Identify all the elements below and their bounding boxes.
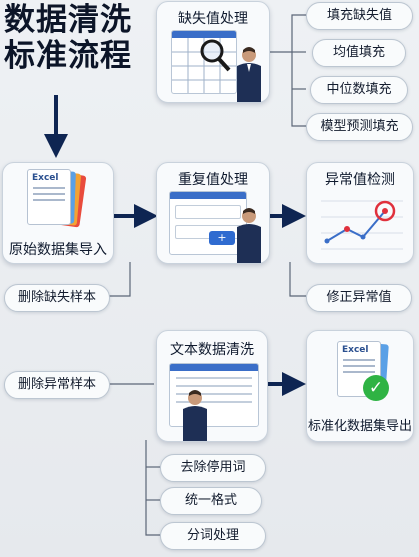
excel-file-icon: Excel xyxy=(27,169,71,225)
page-title: 数据清洗 标准流程 xyxy=(4,2,154,74)
option-unify-format[interactable]: 统一格式 xyxy=(160,487,262,515)
person-icon xyxy=(183,390,207,441)
card-duplicate: 重复值处理 + xyxy=(156,162,270,264)
check-icon: ✓ xyxy=(363,375,389,401)
option-median-fill[interactable]: 中位数填充 xyxy=(310,76,408,104)
card-missing-values: 缺失值处理 xyxy=(156,1,270,103)
option-tokenize[interactable]: 分词处理 xyxy=(160,522,266,550)
magnifier-icon xyxy=(200,39,231,72)
plus-button-icon: + xyxy=(209,231,235,245)
card-text-cleaning: 文本数据清洗 xyxy=(156,330,268,442)
card-anomaly: 异常值检测 xyxy=(306,162,414,264)
line-chart-icon xyxy=(321,200,403,250)
option-remove-stopwords[interactable]: 去除停用词 xyxy=(160,454,266,482)
card-export-label: 标准化数据集导出 xyxy=(307,419,412,434)
excel-file-label: Excel xyxy=(342,345,369,355)
card-export: Excel ✓ 标准化数据集导出 xyxy=(306,330,414,442)
form-window-icon xyxy=(169,191,247,255)
excel-file-icon: Excel xyxy=(337,341,381,397)
card-source-import: Excel 原始数据集导入 xyxy=(2,162,114,264)
card-duplicate-label: 重复值处理 xyxy=(178,172,248,188)
title-line-2: 标准流程 xyxy=(4,38,132,74)
card-anomaly-label: 异常值检测 xyxy=(325,172,395,188)
option-mean-fill[interactable]: 均值填充 xyxy=(312,39,406,67)
option-fill-missing[interactable]: 填充缺失值 xyxy=(306,2,413,30)
person-icon xyxy=(237,208,261,263)
option-model-fill[interactable]: 模型预测填充 xyxy=(306,113,413,141)
person-icon xyxy=(237,47,261,102)
fix-anomaly-values[interactable]: 修正异常值 xyxy=(306,284,412,312)
card-source-label: 原始数据集导入 xyxy=(9,242,107,258)
card-missing-label: 缺失值处理 xyxy=(178,11,248,27)
title-line-1: 数据清洗 xyxy=(4,2,132,38)
delete-anomaly-samples[interactable]: 删除异常样本 xyxy=(4,371,110,399)
delete-missing-samples[interactable]: 删除缺失样本 xyxy=(4,284,110,312)
card-text-label: 文本数据清洗 xyxy=(170,342,254,358)
excel-file-label: Excel xyxy=(32,173,59,183)
